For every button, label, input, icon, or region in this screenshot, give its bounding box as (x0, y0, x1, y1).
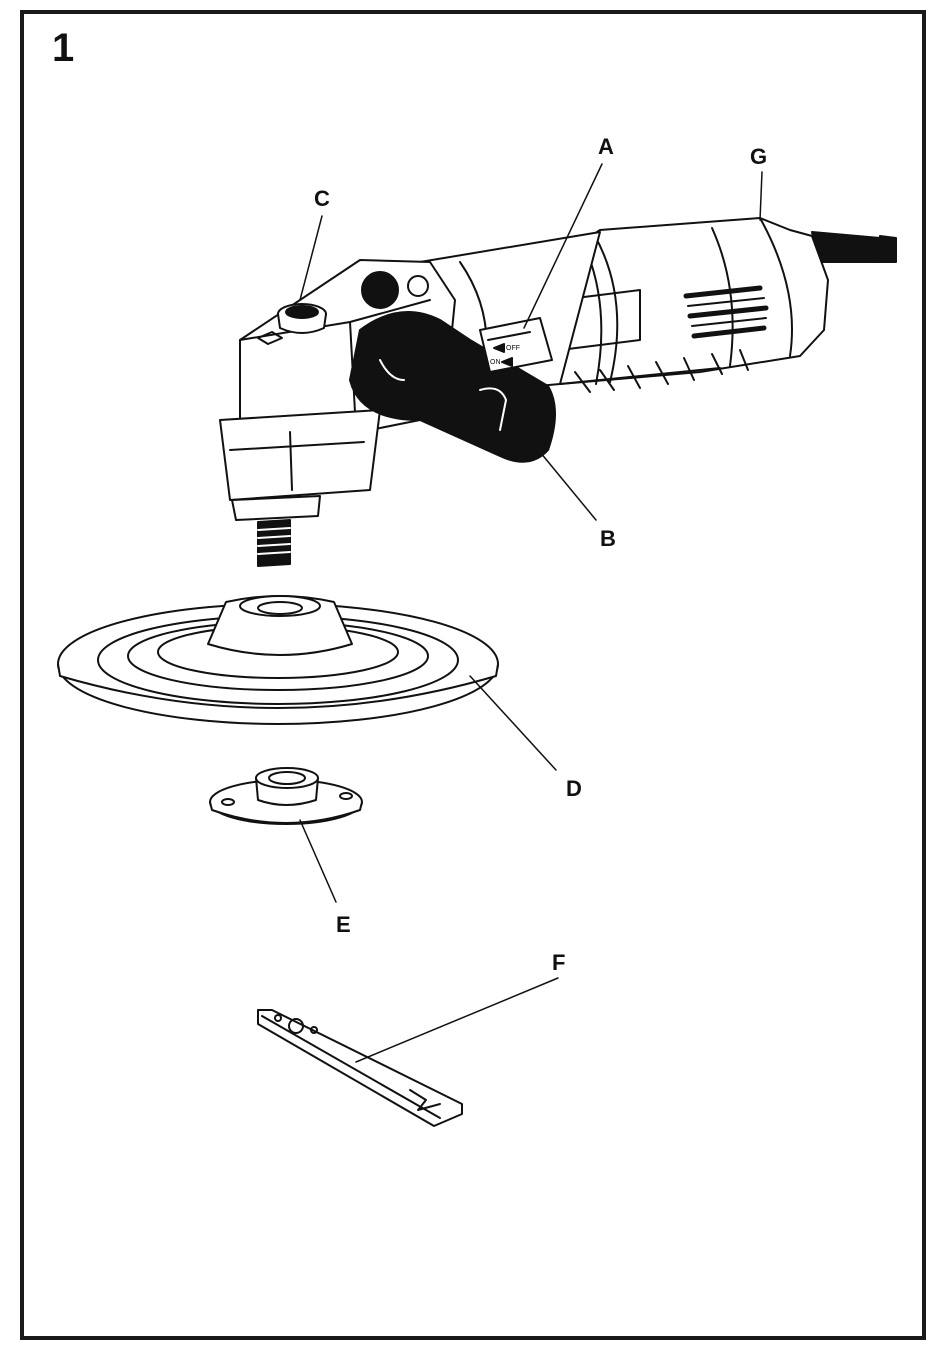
leader-line-b (540, 452, 596, 520)
callout-label-g: G (750, 146, 767, 168)
threaded-spindle (258, 520, 290, 566)
leader-line-g (760, 172, 762, 220)
callout-label-e: E (336, 914, 351, 936)
switch-on-text: ON (490, 359, 501, 366)
backing-pad (58, 596, 498, 724)
switch-off-text: OFF (506, 345, 520, 352)
spindle-lock-button (278, 304, 326, 333)
callout-label-d: D (566, 778, 582, 800)
callout-label-a: A (598, 136, 614, 158)
callout-label-c: C (314, 188, 330, 210)
callout-label-f: F (552, 952, 565, 974)
callout-label-b: B (600, 528, 616, 550)
leader-line-e (300, 820, 336, 902)
leader-line-f (356, 978, 558, 1062)
pin-spanner (258, 1010, 462, 1126)
flange-nut (210, 768, 362, 824)
leader-line-d (470, 676, 556, 770)
power-cord (812, 232, 896, 262)
